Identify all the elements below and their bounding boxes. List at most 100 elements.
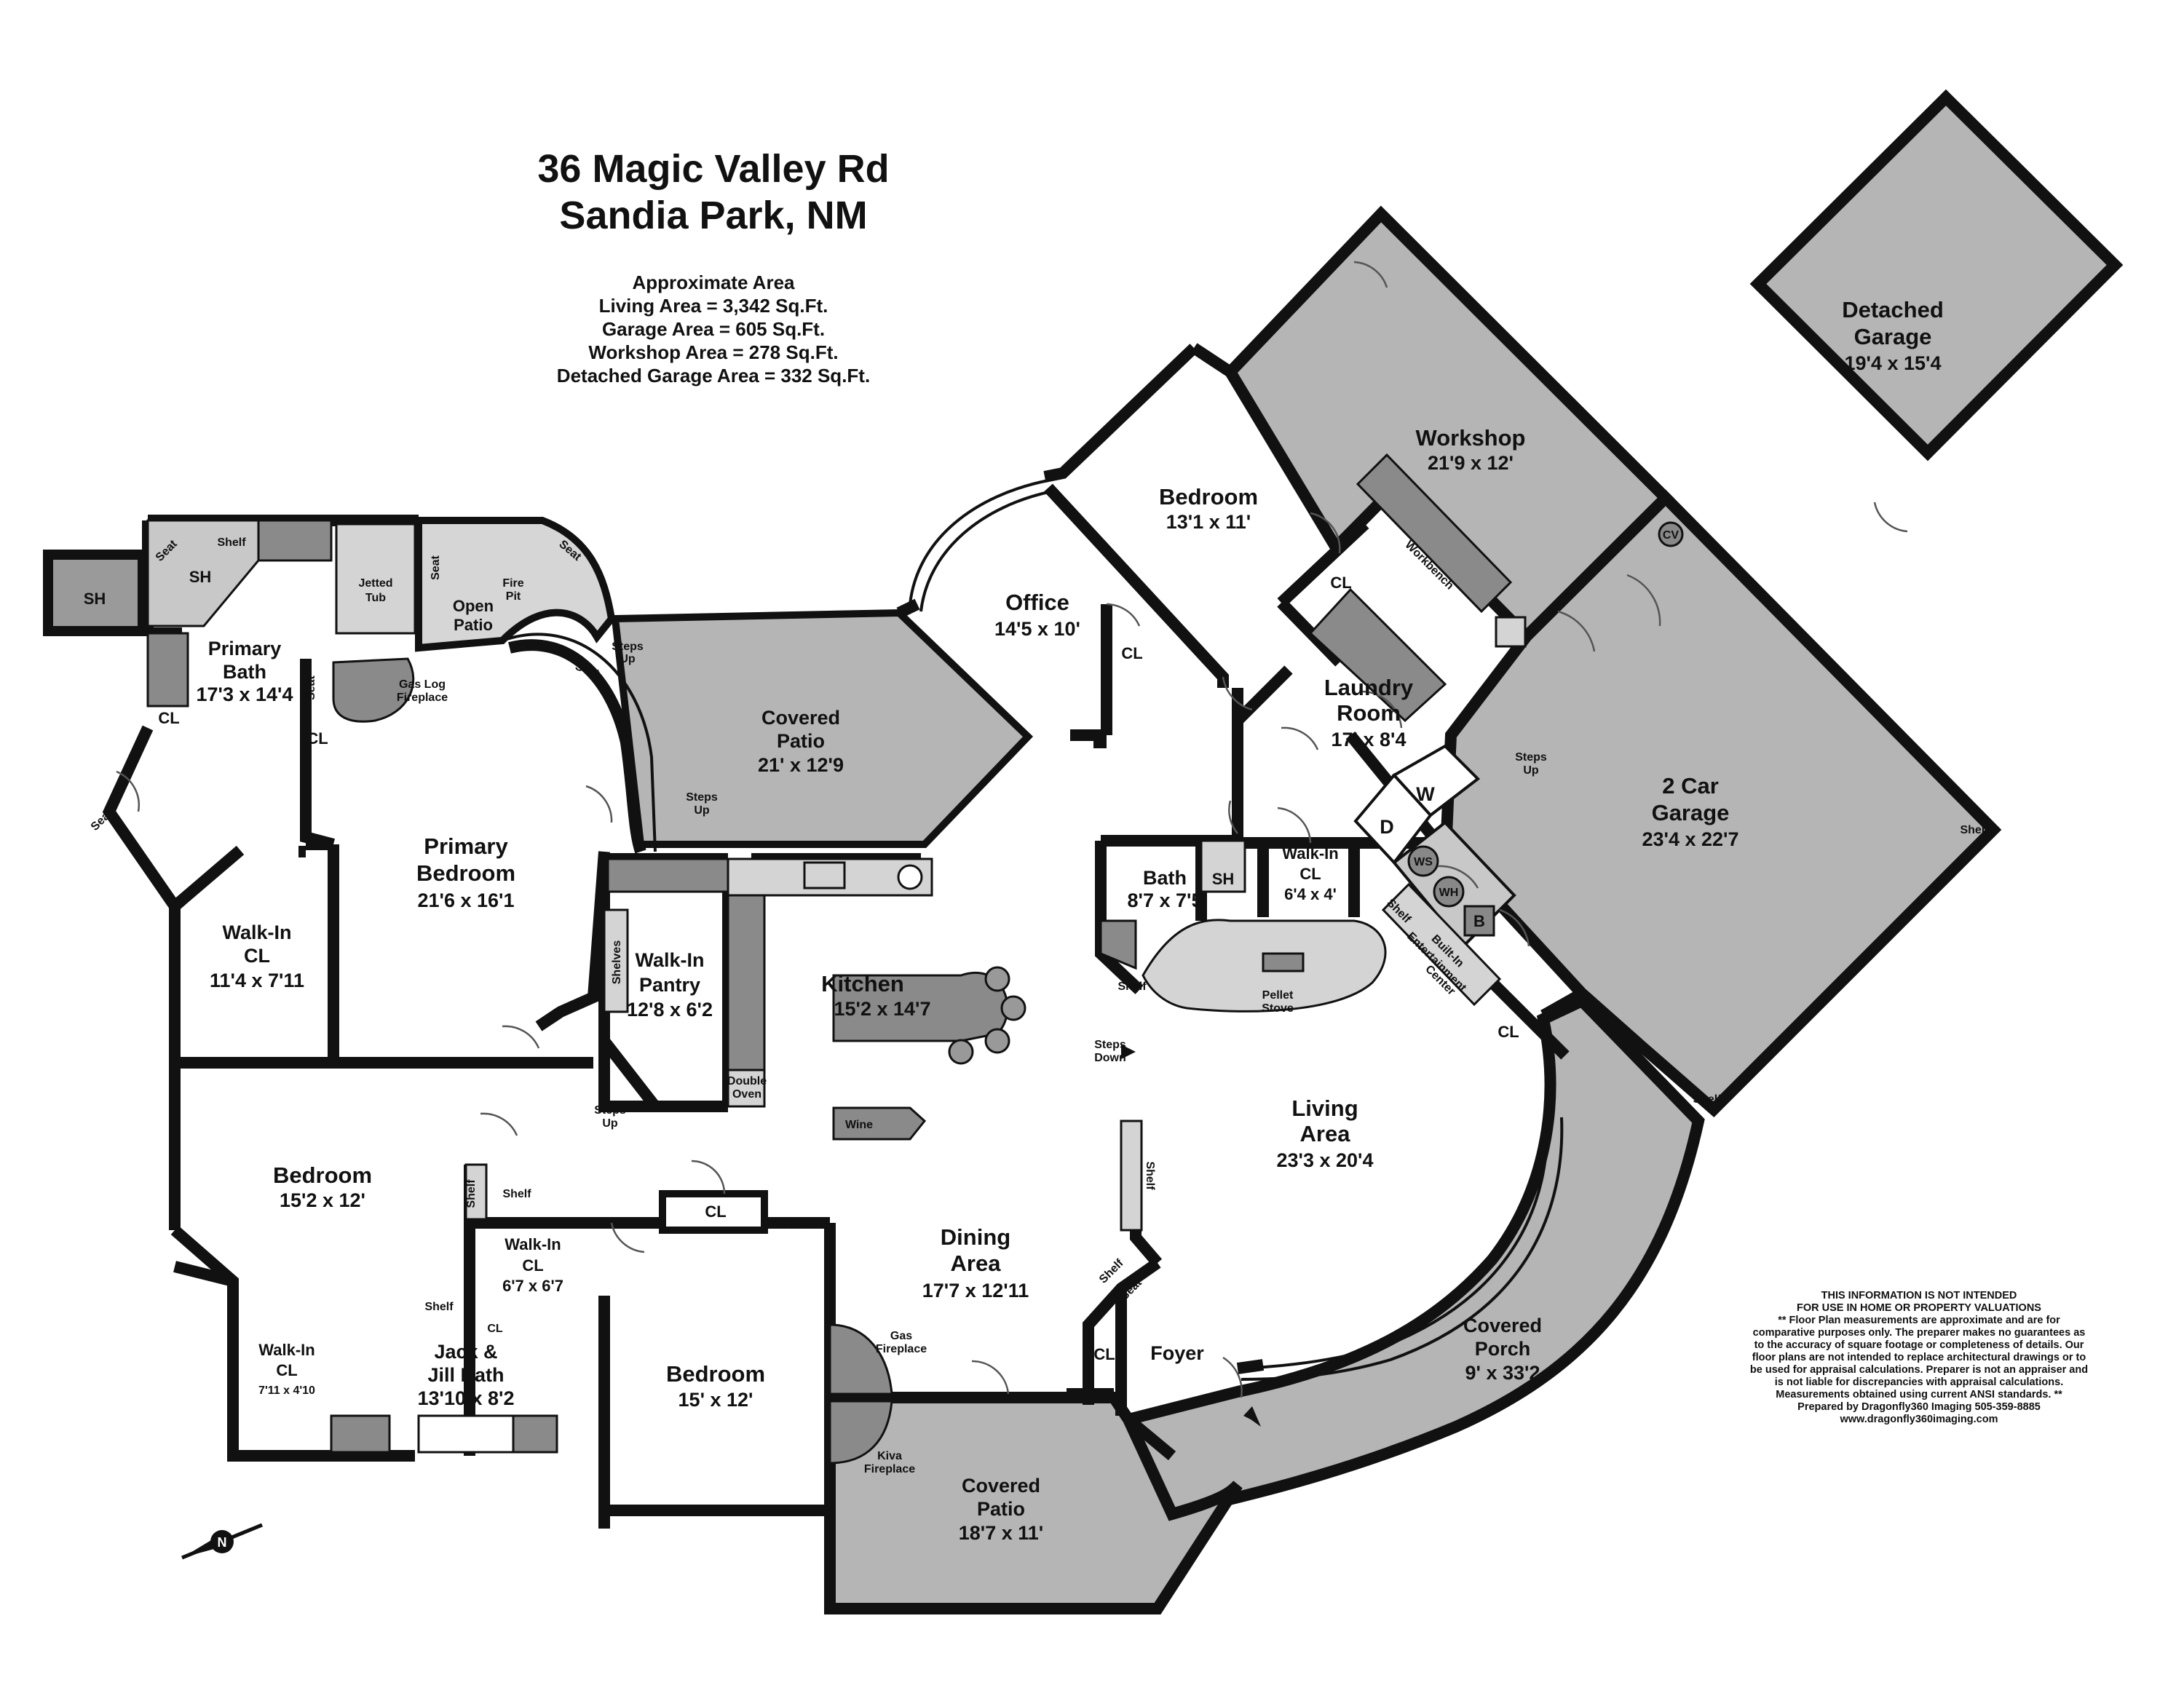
- dim-bedroom-s: 15' x 12': [678, 1389, 753, 1411]
- cooktop-burner: [897, 864, 923, 890]
- label-pantry: Walk-In: [635, 949, 704, 971]
- dim-kitchen: 15'2 x 14'7: [834, 998, 931, 1020]
- label-living: Living: [1291, 1095, 1358, 1121]
- label-seat-curve: Seat: [574, 660, 601, 681]
- label-laundry: Laundry: [1324, 675, 1414, 700]
- label-kiva: Kiva: [877, 1450, 902, 1462]
- dim-walkin-mid: 6'7 x 6'7: [502, 1277, 563, 1295]
- label-pellet-b: Stove: [1262, 1002, 1294, 1015]
- gas-log-fireplace: [332, 657, 415, 723]
- label-cl-bath: CL: [158, 709, 179, 727]
- label-covered-patio-s: Patio: [977, 1498, 1025, 1520]
- label-b: B: [1473, 912, 1485, 930]
- shelf-living: [1120, 1120, 1143, 1232]
- label-steps-up-g: Steps: [1515, 751, 1547, 764]
- label-jetted: Jetted: [358, 577, 392, 590]
- label-living: Area: [1300, 1121, 1351, 1146]
- entry-arrow: [1243, 1406, 1261, 1427]
- label-oven: Oven: [732, 1088, 761, 1101]
- dryer: [1353, 772, 1433, 865]
- dim-covered-patio-s: 18'7 x 11': [959, 1522, 1043, 1544]
- laundry-counter: [1308, 587, 1447, 723]
- compass: N: [181, 1523, 263, 1560]
- label-seat-bath: Seat: [305, 675, 317, 700]
- dim-living: 23'3 x 20'4: [1277, 1149, 1374, 1171]
- label-primary-bedroom: Primary: [424, 833, 508, 859]
- label-seat-patio: Seat: [430, 555, 442, 579]
- jetted-tub: [335, 523, 416, 635]
- dim-primary-bath: 17'3 x 14'4: [197, 683, 293, 705]
- address-line-1: 36 Magic Valley Rd: [537, 147, 890, 191]
- label-covered-patio-s: Covered: [962, 1475, 1040, 1497]
- detached-garage-area: [1749, 89, 2124, 461]
- dim-laundry: 17' x 8'4: [1332, 729, 1406, 750]
- bar-stool: [1000, 995, 1026, 1021]
- workshop-area-text: Workshop Area = 278 Sq.Ft.: [588, 341, 839, 363]
- label-detached-garage: Detached: [1842, 297, 1944, 322]
- label-cl-living: CL: [1497, 1023, 1519, 1041]
- bath-counter: [146, 632, 189, 708]
- label-bedroom-w: Bedroom: [273, 1162, 372, 1188]
- covered-patio-south-area: [824, 1392, 1243, 1614]
- label-sh-bath: SH: [1212, 870, 1235, 888]
- label-ws: WS: [1414, 856, 1433, 868]
- label-bedroom-s: Bedroom: [666, 1361, 765, 1387]
- bath-vanity: [257, 519, 333, 562]
- label-primary-bedroom: Bedroom: [416, 860, 515, 886]
- label-detached-garage: Garage: [1854, 324, 1932, 349]
- label-sh-primary: SH: [189, 568, 212, 586]
- label-cv: CV: [1663, 529, 1679, 542]
- label-workshop: Workshop: [1416, 425, 1526, 451]
- dim-bedroom-ne: 13'1 x 11': [1166, 511, 1251, 533]
- label-steps-down-b: Down: [1094, 1052, 1126, 1064]
- label-walkin-sw: Walk-In: [258, 1341, 314, 1359]
- label-gasfp: Gas: [890, 1330, 912, 1342]
- garage-area-text: Garage Area = 605 Sq.Ft.: [601, 318, 826, 340]
- label-walkin-laundry: Walk-In: [1282, 844, 1338, 863]
- dim-covered-porch: 9' x 33'2: [1465, 1362, 1540, 1384]
- disclaimer-line: Prepared by Dragonfly360 Imaging 505-359…: [1797, 1401, 2041, 1413]
- label-sh-outside: SH: [84, 590, 106, 608]
- address-line-2: Sandia Park, NM: [559, 194, 868, 237]
- office-bay-window-inner: [919, 490, 1053, 612]
- disclaimer-line: ** Floor Plan measurements are approxima…: [1778, 1315, 2060, 1326]
- shower-primary: [146, 519, 260, 627]
- label-wh: WH: [1439, 887, 1459, 899]
- label-wine: Wine: [845, 1119, 873, 1131]
- area-title: Approximate Area: [632, 272, 795, 293]
- dim-garage: 23'4 x 22'7: [1642, 828, 1739, 850]
- label-shelf-garage-s: Shelf: [1693, 1093, 1722, 1106]
- label-gaslog-b: Fireplace: [397, 692, 448, 704]
- label-steps-up-2b: Up: [694, 804, 710, 817]
- label-dryer: D: [1380, 816, 1394, 838]
- label-shelf-bath: Shelf: [1117, 980, 1147, 993]
- label-covered-patio-n: Covered: [761, 707, 840, 729]
- label-steps-up-1: Steps: [612, 641, 644, 653]
- disclaimer-line: comparative purposes only. The preparer …: [1752, 1327, 2086, 1339]
- wine-rack: [832, 1106, 927, 1141]
- label-fire: Fire: [502, 577, 523, 590]
- detached-garage-area-text: Detached Garage Area = 332 Sq.Ft.: [556, 365, 871, 387]
- label-shelf-bed2: Shelf: [502, 1188, 531, 1200]
- label-jack-jill: Jack &: [434, 1341, 497, 1363]
- area-summary: Approximate Area Living Area = 3,342 Sq.…: [422, 271, 1005, 387]
- cl-bedroom-s: [659, 1190, 768, 1234]
- living-area-text: Living Area = 3,342 Sq.Ft.: [598, 295, 828, 317]
- pantry-top-counter: [606, 857, 729, 893]
- disclaimer-line: is not liable for discrepancies with app…: [1774, 1376, 2064, 1388]
- bar-stool: [984, 1028, 1010, 1054]
- dim-jack-jill: 13'10 x 8'2: [418, 1387, 515, 1409]
- label-walkin-sw: CL: [276, 1361, 297, 1379]
- disclaimer-line: Measurements obtained using current ANSI…: [1776, 1389, 2062, 1400]
- label-shelf-s: Shelf: [779, 1219, 808, 1232]
- label-jack-jill: Jill Bath: [427, 1364, 504, 1386]
- boiler: [1463, 905, 1495, 937]
- double-oven: [727, 1069, 766, 1108]
- label-open-patio: Open: [453, 597, 494, 615]
- disclaimer-line: www.dragonfly360imaging.com: [1840, 1414, 1998, 1425]
- label-cl-foyer: CL: [1093, 1345, 1115, 1363]
- label-cl-bedroom-s: CL: [705, 1202, 726, 1221]
- label-walkin-mid: Walk-In: [505, 1235, 561, 1253]
- water-heater: [1433, 876, 1465, 908]
